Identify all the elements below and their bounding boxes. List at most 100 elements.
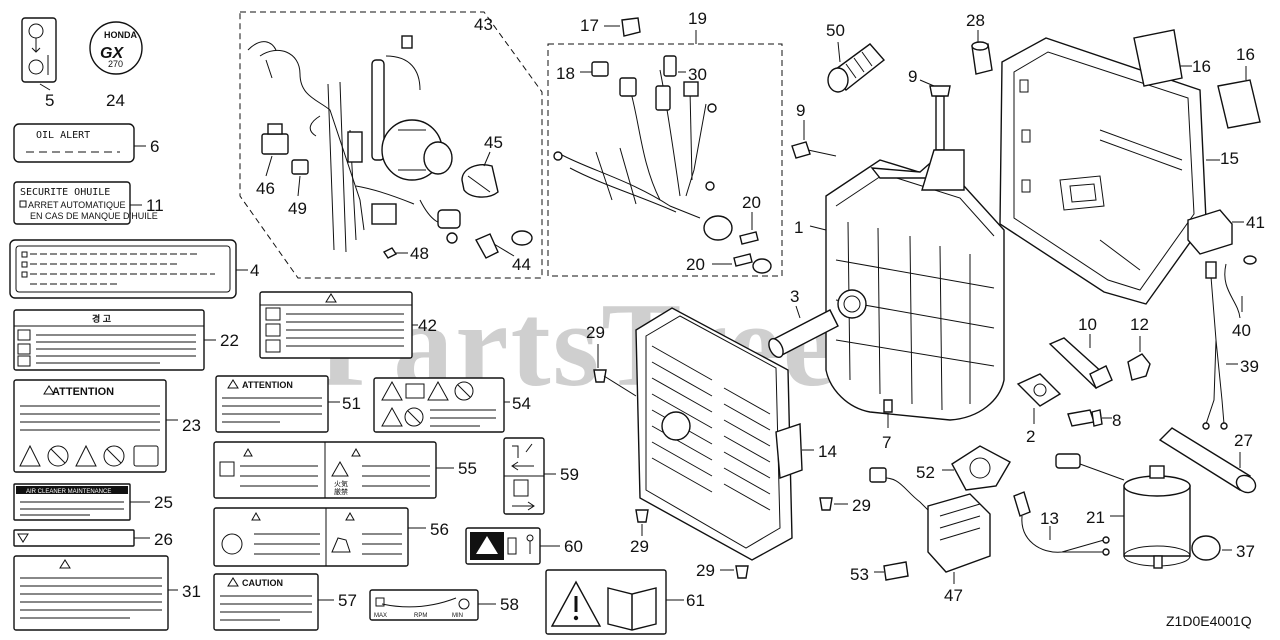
part-42-sticker[interactable]: 42 bbox=[259, 291, 437, 359]
part-61-sticker[interactable]: 61 bbox=[545, 569, 705, 635]
part-6-oil-alert[interactable]: OIL ALERT 6 bbox=[13, 123, 159, 163]
part-52-gasket[interactable]: 52 bbox=[916, 445, 1011, 491]
callout-16b: 16 bbox=[1236, 45, 1255, 64]
tach-max: MAX bbox=[374, 613, 387, 619]
callout-18: 18 bbox=[556, 64, 575, 83]
assembly-43-ignition-harness[interactable]: 43 46 49 bbox=[239, 11, 543, 279]
part-10-spark-plug[interactable]: 10 bbox=[1048, 315, 1113, 390]
callout-56: 56 bbox=[430, 520, 449, 539]
part-5-sticker[interactable]: 5 bbox=[21, 17, 57, 110]
part-16-grommet-a[interactable]: 16 bbox=[1133, 29, 1211, 87]
part-44-key[interactable]: 44 bbox=[475, 230, 533, 274]
callout-10: 10 bbox=[1078, 315, 1097, 334]
callout-15: 15 bbox=[1220, 149, 1239, 168]
part-4-sticker[interactable]: 4 bbox=[9, 239, 259, 299]
securite-line1: ARRET AUTOMATIQUE bbox=[28, 200, 126, 210]
callout-16a: 16 bbox=[1192, 57, 1211, 76]
emblem-gx: GX bbox=[100, 45, 124, 62]
part-20-clip-b[interactable]: 20 bbox=[686, 253, 772, 274]
part-26-arrow-sticker[interactable]: 26 bbox=[13, 529, 173, 549]
part-60-sticker[interactable]: 60 bbox=[465, 527, 583, 565]
part-13-switch[interactable]: 13 bbox=[1013, 491, 1110, 556]
callout-9a: 9 bbox=[796, 101, 805, 120]
callout-1: 1 bbox=[794, 218, 803, 237]
part-47-control-unit[interactable]: 47 bbox=[869, 467, 991, 605]
part-15-cover[interactable]: 15 bbox=[999, 37, 1239, 305]
attention-label: ATTENTION bbox=[242, 380, 293, 390]
callout-17: 17 bbox=[580, 16, 599, 35]
part-14-muffler-protector[interactable]: 14 bbox=[635, 307, 837, 561]
callout-20a: 20 bbox=[742, 193, 761, 212]
part-54-sticker[interactable]: 54 bbox=[373, 377, 531, 433]
part-8-bolt[interactable]: 8 bbox=[1067, 409, 1121, 430]
part-40-ground-wire[interactable]: 40 bbox=[1224, 255, 1257, 340]
part-27-tube[interactable]: 27 bbox=[1158, 427, 1259, 496]
part-49-connector[interactable]: 49 bbox=[288, 159, 309, 218]
part-56-sticker[interactable]: 56 bbox=[213, 507, 449, 567]
part-18-connector[interactable]: 18 bbox=[556, 61, 609, 83]
part-53-bolt[interactable]: 53 bbox=[850, 561, 909, 584]
part-9-bracket-bolt[interactable]: 9 bbox=[908, 67, 965, 191]
callout-42: 42 bbox=[418, 316, 437, 335]
part-20-clip[interactable]: 20 bbox=[739, 193, 761, 245]
callout-9b: 9 bbox=[908, 67, 917, 86]
part-28-collar[interactable]: 28 bbox=[966, 11, 993, 75]
part-39-wire[interactable]: 39 bbox=[1202, 261, 1259, 430]
part-21-fuel-filter[interactable]: 21 bbox=[1055, 453, 1191, 569]
part-46-connector[interactable]: 46 bbox=[256, 123, 289, 198]
part-31-sticker[interactable]: 31 bbox=[13, 555, 201, 631]
callout-46: 46 bbox=[256, 179, 275, 198]
part-59-sticker[interactable]: 59 bbox=[503, 437, 579, 515]
part-45-knob[interactable]: 45 bbox=[461, 133, 503, 198]
callout-40: 40 bbox=[1232, 321, 1251, 340]
callout-29b: 29 bbox=[630, 537, 649, 556]
part-50-handle-grip[interactable]: 50 bbox=[826, 21, 886, 93]
tach-min: MIN bbox=[452, 613, 463, 619]
part-23-attention-sticker[interactable]: ATTENTION 23 bbox=[13, 379, 201, 473]
part-55-sticker[interactable]: 火気 厳禁 55 bbox=[213, 441, 477, 499]
callout-43: 43 bbox=[474, 15, 493, 34]
callout-60: 60 bbox=[564, 537, 583, 556]
part-7-bolt[interactable]: 7 bbox=[882, 399, 893, 452]
part-11-securite-sticker[interactable]: SECURITE OHUILE ARRET AUTOMATIQUE EN CAS… bbox=[13, 181, 164, 225]
callout-22: 22 bbox=[220, 331, 239, 350]
part-2-gasket[interactable]: 2 bbox=[1016, 373, 1062, 446]
tach-rpm: RPM bbox=[414, 613, 427, 619]
part-22-korean-warning[interactable]: 경 고 22 bbox=[13, 309, 239, 371]
callout-44: 44 bbox=[512, 255, 531, 274]
part-29-bolts[interactable]: 29 29 29 29 bbox=[586, 323, 871, 580]
callout-48: 48 bbox=[410, 244, 429, 263]
part-43-wiring bbox=[247, 35, 461, 253]
part-51-attention-sticker[interactable]: ATTENTION 51 bbox=[215, 375, 361, 433]
part-16-grommet-b[interactable]: 16 bbox=[1217, 45, 1261, 129]
part-30-fuse[interactable]: 30 bbox=[663, 55, 707, 84]
callout-7: 7 bbox=[882, 433, 891, 452]
callout-39: 39 bbox=[1240, 357, 1259, 376]
emblem-honda: HONDA bbox=[104, 30, 137, 40]
callout-41: 41 bbox=[1246, 213, 1265, 232]
callout-25: 25 bbox=[154, 493, 173, 512]
callout-3: 3 bbox=[790, 287, 799, 306]
callout-12: 12 bbox=[1130, 315, 1149, 334]
part-1-fuel-tank[interactable]: 1 bbox=[794, 157, 1005, 421]
callout-31: 31 bbox=[182, 582, 201, 601]
callout-2: 2 bbox=[1026, 427, 1035, 446]
part-3-tailpipe[interactable]: 3 bbox=[766, 287, 839, 360]
part-17-cap[interactable]: 17 bbox=[580, 16, 641, 37]
part-12-nut[interactable]: 12 bbox=[1127, 315, 1151, 381]
part-58-tach-sticker[interactable]: MAX RPM MIN 58 bbox=[369, 589, 519, 621]
assembly-19-wire-harness[interactable]: 19 17 18 bbox=[547, 9, 783, 277]
part-37-cap[interactable]: 37 bbox=[1191, 535, 1255, 561]
part-24-emblem[interactable]: HONDA GX 270 24 bbox=[89, 21, 143, 110]
callout-27: 27 bbox=[1234, 431, 1253, 450]
diagram-code: Z1D0E4001Q bbox=[1166, 613, 1252, 629]
part-9-bolt-left[interactable]: 9 bbox=[791, 101, 837, 159]
part-48-plate[interactable]: 48 bbox=[382, 244, 429, 263]
callout-58: 58 bbox=[500, 595, 519, 614]
part-25-air-cleaner-sticker[interactable]: AIR CLEANER MAINTENANCE 25 bbox=[13, 483, 173, 521]
part-41-relay[interactable]: 41 bbox=[1187, 209, 1265, 255]
callout-29d: 29 bbox=[696, 561, 715, 580]
callout-21: 21 bbox=[1086, 508, 1105, 527]
callout-29a: 29 bbox=[586, 323, 605, 342]
part-57-caution-sticker[interactable]: CAUTION 57 bbox=[213, 573, 357, 631]
